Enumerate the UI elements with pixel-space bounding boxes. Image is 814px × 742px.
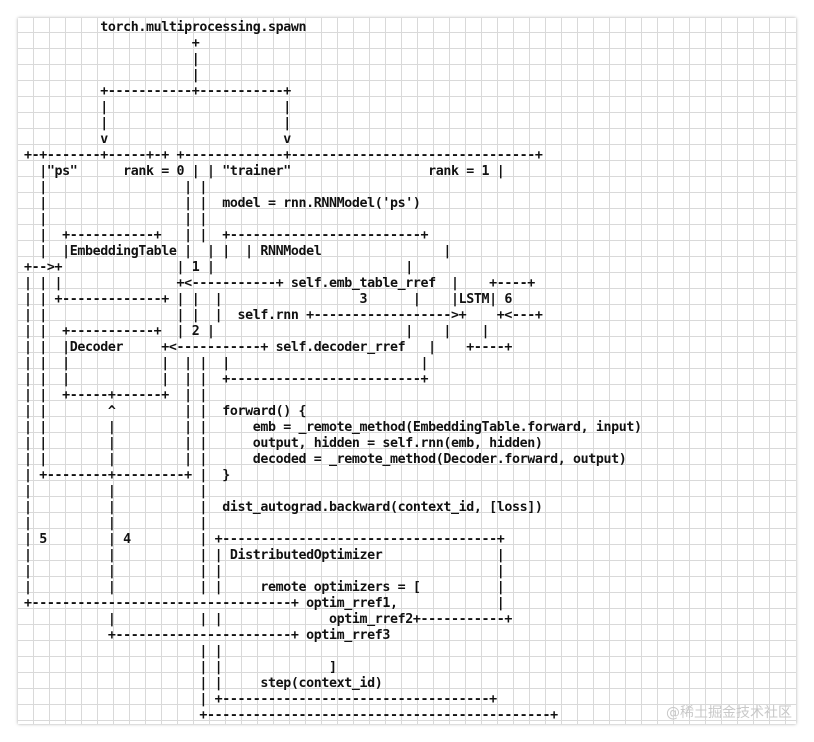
diagram-line: torch.multiprocessing.spawn — [24, 20, 307, 35]
diagram-line: | | +-----------+ | 2 | | | | — [24, 324, 490, 339]
diagram-line: | | | model = rnn.RNNModel('ps') — [24, 196, 421, 211]
diagram-line: +-->+ | 1 | | — [24, 260, 413, 275]
diagram-line: | | | | | decoded = _remote_method(Decod… — [24, 452, 627, 467]
diagram-line: | | | | | output, hidden = self.rnn(emb,… — [24, 436, 543, 451]
grid-frame — [18, 18, 796, 724]
diagram-line: | | | | | | | | — [24, 356, 429, 371]
diagram-line: | | — [24, 116, 291, 131]
diagram-line: | — [24, 52, 200, 67]
diagram-line: | +--------+---------+ | } — [24, 468, 230, 483]
diagram-line: | | | | remote optimizers = [ | — [24, 580, 505, 595]
diagram-line: | | +-------------+ | | | 3 | |LSTM| 6 — [24, 292, 513, 307]
diagram-line: | | | | | — [24, 564, 505, 579]
diagram-line: | +-----------------------------------+ — [24, 692, 497, 707]
diagram-line: | | | | | | +-------------------------+ — [24, 372, 429, 387]
diagram-line: | | | — [24, 484, 208, 499]
diagram-line: +---------------------------------------… — [24, 708, 558, 723]
diagram-line: | | +-----+------+ | | — [24, 388, 208, 403]
diagram-line: | | | | DistributedOptimizer | — [24, 548, 505, 563]
diagram-line: | 5 | 4 | +-----------------------------… — [24, 532, 505, 547]
diagram-line: | | | — [24, 516, 208, 531]
diagram-line: | | | | | self.rnn +------------------>+… — [24, 308, 543, 323]
diagram-line: | | ] — [24, 660, 337, 675]
diagram-line: | | |Decoder +<-----------+ self.decoder… — [24, 340, 513, 355]
diagram-line: | | | optim_rref2+-----------+ — [24, 612, 513, 627]
diagram-line: | +-----------+ | | +-------------------… — [24, 228, 429, 243]
diagram-line: +-+-------+-----+-+ +-------------+-----… — [24, 148, 543, 163]
diagram-line: | | step(context_id) — [24, 676, 383, 691]
diagram-line: +-----------+-----------+ — [24, 84, 291, 99]
diagram-line: | | | | | emb = _remote_method(Embedding… — [24, 420, 642, 435]
diagram-line: v v — [24, 132, 291, 147]
diagram-line: | | | — [24, 212, 208, 227]
diagram-line: | | ^ | | forward() { — [24, 404, 307, 419]
diagram-line: +----------------------------------+ opt… — [24, 596, 505, 611]
watermark: @稀土掘金技术社区 — [666, 705, 792, 721]
diagram-line: | | — [24, 100, 291, 115]
diagram-line: | | — [24, 644, 223, 659]
diagram-line: |"ps" rank = 0 | | "trainer" rank = 1 | — [24, 164, 505, 179]
diagram-line: | | | +<-----------+ self.emb_table_rref… — [24, 276, 535, 291]
diagram-line: + — [24, 36, 200, 51]
diagram-line: +-----------------------+ optim_rref3 — [24, 628, 391, 643]
diagram-line: | | | dist_autograd.backward(context_id,… — [24, 500, 543, 515]
diagram-line: | — [24, 68, 200, 83]
diagram-line: | |EmbeddingTable | | | | RNNModel | — [24, 244, 452, 259]
diagram-line: | | | — [24, 180, 208, 195]
